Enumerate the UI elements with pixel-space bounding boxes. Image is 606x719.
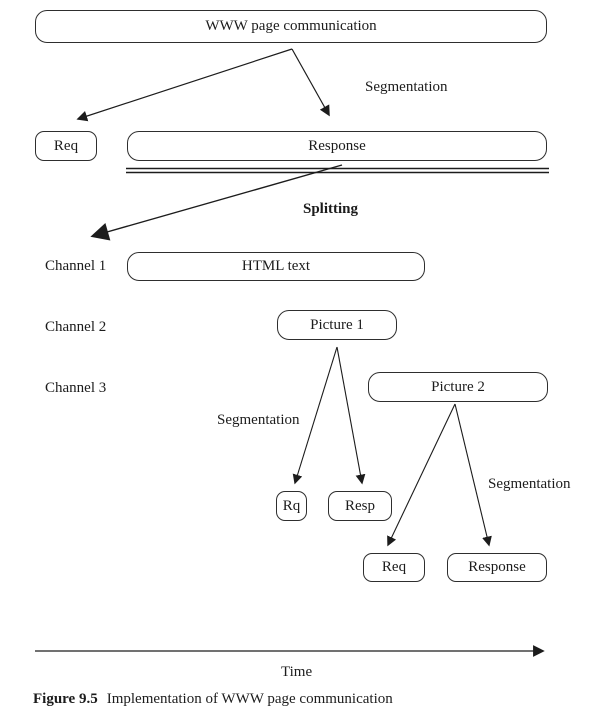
label-channel-2: Channel 2 <box>45 319 107 335</box>
label-time: Time <box>281 664 313 680</box>
box-req-top-label: Req <box>53 137 79 154</box>
box-picture2-label: Picture 2 <box>431 378 485 395</box>
label-channel-3: Channel 3 <box>45 380 107 396</box>
figure-caption-number: Figure 9.5 <box>33 691 98 707</box>
label-segmentation-picture1: Segmentation <box>217 412 300 428</box>
box-rq: Rq <box>276 491 307 521</box>
arrow-www-to-req <box>76 48 293 122</box>
box-picture1-label: Picture 1 <box>310 316 364 333</box>
box-resp-label: Resp <box>345 497 375 514</box>
box-resp: Resp <box>328 491 392 521</box>
box-response-top: Response <box>127 131 547 161</box>
box-response-top-label: Response <box>308 137 366 154</box>
arrow-www-to-response <box>291 48 330 117</box>
arrow-picture2-to-req <box>387 403 456 547</box>
label-segmentation-picture2: Segmentation <box>488 476 571 492</box>
box-www-label: WWW page communication <box>205 18 377 34</box>
box-req-bottom-label: Req <box>381 559 407 575</box>
box-html-text: HTML text <box>127 252 425 281</box>
box-req-bottom: Req <box>363 553 425 582</box>
box-rq-label: Rq <box>282 497 301 514</box>
label-channel-1: Channel 1 <box>45 258 107 274</box>
figure-caption-title: Implementation of WWW page communication <box>106 691 393 707</box>
arrow-picture1-to-resp <box>336 346 366 485</box>
box-html-text-label: HTML text <box>241 258 311 274</box>
box-req-top: Req <box>35 131 97 161</box>
label-splitting: Splitting <box>303 201 359 217</box>
arrow-picture2-to-response <box>454 403 492 547</box>
arrow-splitting <box>90 164 343 241</box>
box-picture2: Picture 2 <box>368 372 548 402</box>
box-picture1: Picture 1 <box>277 310 397 340</box>
figure-caption: Figure 9.5 Implementation of WWW page com… <box>33 691 393 708</box>
arrow-picture1-to-rq <box>292 346 338 485</box>
box-www-page-communication: WWW page communication <box>35 10 547 43</box>
label-segmentation-top: Segmentation <box>365 79 448 95</box>
box-response-bottom: Response <box>447 553 547 582</box>
box-response-bottom-label: Response <box>468 559 526 575</box>
